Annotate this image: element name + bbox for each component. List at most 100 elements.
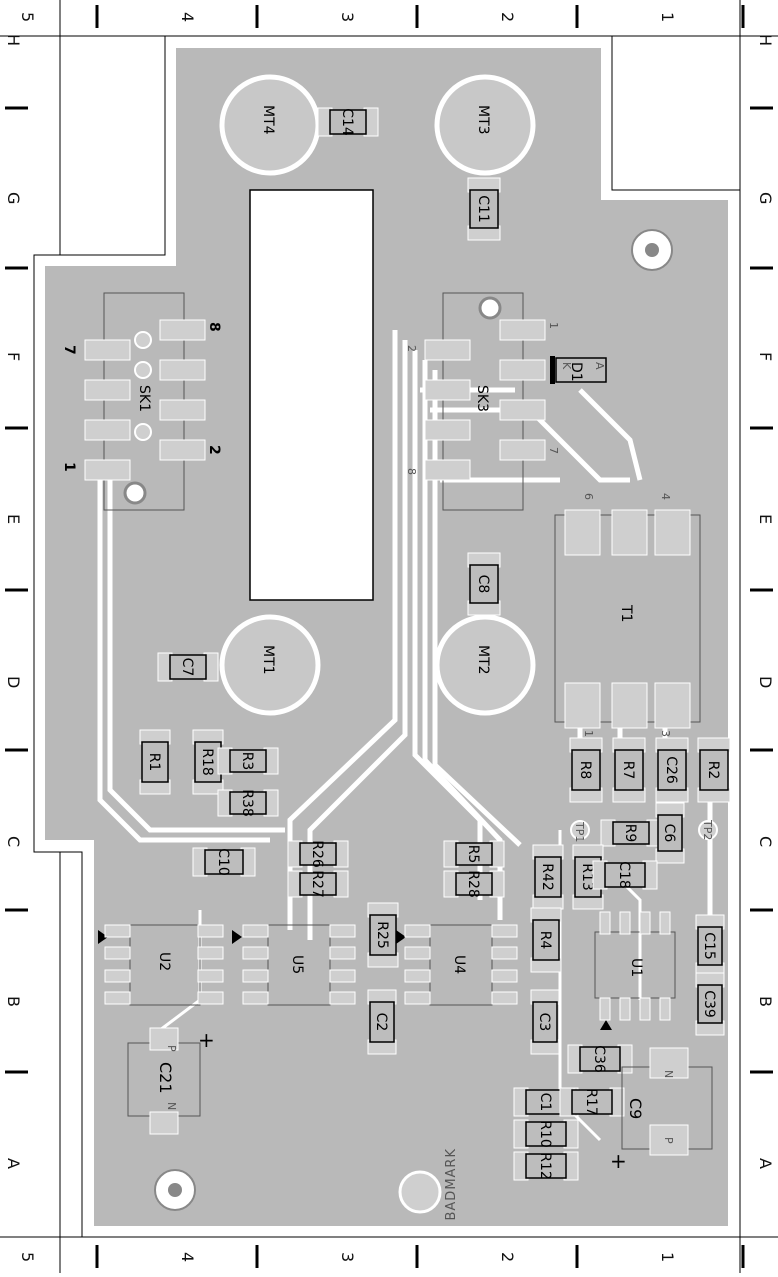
r10-part: R10: [513, 1119, 579, 1149]
frame-label-left-e: E: [4, 514, 23, 524]
frame-label-bottom-5: 5: [18, 1252, 37, 1262]
c15-label: C15: [701, 932, 717, 960]
sk3-pin7: 7: [547, 447, 560, 454]
frame-label-top-2: 2: [498, 12, 517, 22]
badmark-label: BADMARK: [444, 1148, 459, 1221]
r27-label: R27: [309, 870, 325, 898]
sk1-pin7: 7: [61, 345, 77, 355]
sk1-label: SK1: [136, 385, 152, 412]
t1-pin4: 4: [659, 493, 672, 500]
mt2-label: MT2: [475, 645, 491, 675]
c8-part: C8: [467, 552, 501, 616]
r4-label: R4: [537, 931, 553, 950]
frame-label-bottom-1: 1: [658, 1252, 677, 1262]
u1-label: U1: [628, 958, 644, 977]
frame-label-right-c: C: [756, 836, 775, 847]
c7-part: C7: [157, 652, 219, 682]
r26-label: R26: [309, 840, 325, 868]
c9-p-mark: P: [662, 1137, 675, 1144]
r3-part: R3: [217, 747, 279, 775]
frame-label-right-a: A: [756, 1158, 775, 1169]
t1-label: T1: [618, 604, 634, 622]
frame-label-bottom-2: 2: [498, 1252, 517, 1262]
r5-label: R5: [465, 845, 481, 864]
r13-label: R13: [579, 863, 595, 891]
sk1-pin1: 1: [61, 462, 77, 472]
tp2-pad: [698, 820, 718, 840]
c1-label: C1: [537, 1093, 553, 1112]
ic-u1: U1: [594, 911, 676, 1030]
r12-label: R12: [537, 1152, 553, 1180]
u5-label: U5: [289, 955, 305, 974]
r17-part: R17: [559, 1087, 625, 1117]
c39-label: C39: [701, 990, 717, 1018]
mt1-label: MT1: [260, 645, 276, 675]
sk3-pin8: 8: [405, 468, 418, 475]
fiducial-bottom: [398, 1170, 442, 1214]
sk1-pin2: 2: [206, 445, 222, 455]
frame-label-top-5: 5: [18, 12, 37, 22]
c3-label: C3: [536, 1013, 552, 1032]
r12-part: R12: [513, 1151, 579, 1181]
sk3-label: SK3: [474, 385, 490, 412]
frame-label-right-f: F: [756, 352, 775, 361]
u2-label: U2: [156, 952, 172, 971]
t1-pin6: 6: [582, 493, 595, 500]
t1-pin1: 1: [582, 730, 595, 737]
c21-label: C21: [156, 1062, 175, 1094]
frame-label-top-4: 4: [178, 12, 197, 22]
tp1-label: TP1: [573, 821, 586, 842]
r25-part: R25: [367, 902, 399, 968]
frame-label-right-b: B: [756, 996, 775, 1007]
frame-label-top-1: 1: [658, 12, 677, 22]
c18-label: C18: [616, 861, 632, 889]
r8-part: R8: [569, 737, 603, 803]
r9-part: R9: [600, 819, 662, 847]
r38-part: R38: [217, 789, 279, 817]
c9-n-mark: N: [662, 1070, 675, 1078]
frame-label-left-f: F: [4, 352, 23, 361]
r3-label: R3: [239, 752, 255, 771]
frame-label-right-d: D: [756, 676, 775, 688]
mt4-label: MT4: [260, 105, 276, 135]
frame-label-left-h: H: [4, 34, 23, 46]
sk3-connector: SK3 1 2 7 8: [405, 292, 560, 511]
r7-label: R7: [620, 761, 636, 780]
frame-label-left-a: A: [4, 1158, 23, 1169]
c18-part: C18: [592, 860, 658, 890]
r1-part: R1: [139, 729, 171, 795]
tp1-pad: [570, 820, 590, 840]
d1-label: D1: [568, 362, 584, 382]
frame-label-bottom-4: 4: [178, 1252, 197, 1262]
r10-label: R10: [537, 1120, 553, 1148]
mounting-holes: [154, 229, 673, 1214]
frame-label-bottom-3: 3: [338, 1252, 357, 1262]
r17-label: R17: [583, 1088, 599, 1116]
c14-part: C14: [317, 107, 379, 137]
ic-u5: U5: [232, 924, 356, 1006]
frame-label-left-c: C: [4, 836, 23, 847]
c11-part: C11: [467, 177, 501, 241]
sk3-pin1: 1: [547, 322, 560, 329]
mt-pads: MT4 MT3 MT1 MT2: [219, 74, 536, 716]
t1-pin3: 3: [659, 730, 672, 737]
c2-part: C2: [367, 989, 397, 1055]
c21-plus-sign: +: [198, 1028, 215, 1052]
c9-label: C9: [626, 1098, 645, 1119]
c8-label: C8: [475, 575, 491, 594]
c15-part: C15: [695, 914, 725, 978]
r18-label: R18: [199, 748, 215, 776]
tp2-label: TP2: [701, 819, 714, 840]
mt3-pad: [434, 74, 536, 176]
r28-part: R28: [443, 870, 505, 898]
r26-part: R26: [287, 840, 349, 868]
c7-label: C7: [179, 658, 195, 677]
display-window: [249, 189, 374, 601]
c36-label: C36: [591, 1045, 607, 1073]
frame-label-right-g: G: [756, 192, 775, 204]
mt3-label: MT3: [475, 105, 491, 135]
d1-diode: D1 K A: [550, 356, 607, 384]
